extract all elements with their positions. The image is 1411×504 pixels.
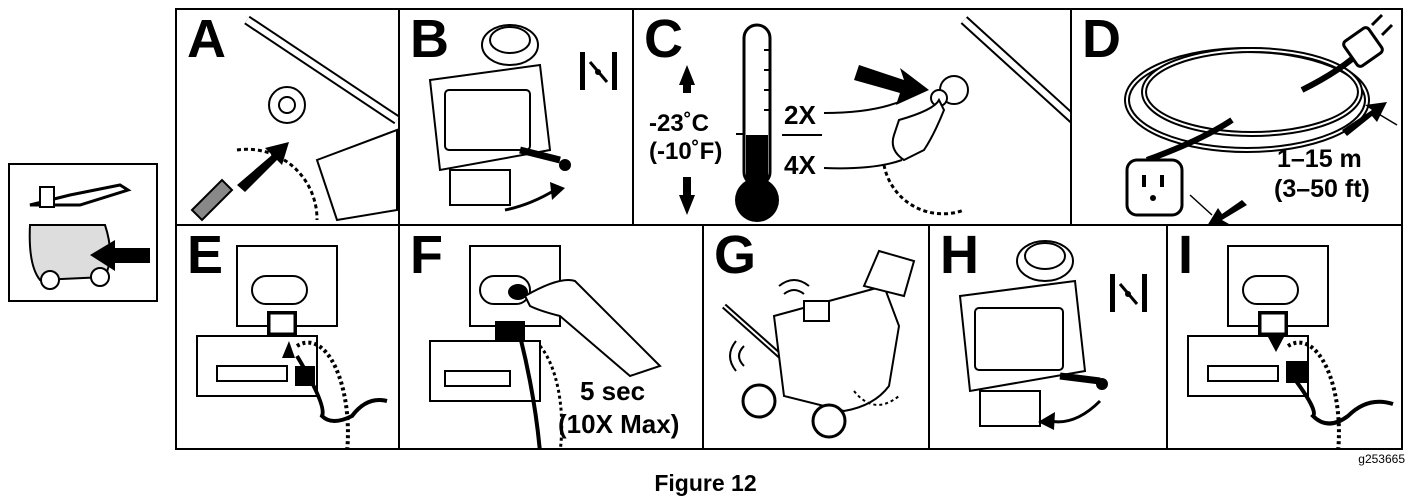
choke-symbol-icon — [580, 52, 617, 90]
panel-letter: C — [644, 9, 683, 69]
panel-i: I — [1166, 224, 1403, 450]
overview-panel — [8, 163, 158, 302]
panel-h: H — [928, 224, 1168, 450]
panel-e: E — [175, 224, 400, 450]
cord-length-meters: 1–15 m — [1277, 145, 1362, 173]
temp-celsius-label: -23˚C — [649, 110, 710, 137]
electric-start-button-icon — [429, 245, 662, 448]
panel-letter: B — [410, 9, 449, 69]
panel-d: D 1–15 m (3–50 ft) — [1070, 8, 1403, 226]
temp-fahrenheit-label: (-10˚F) — [649, 138, 723, 165]
figure-code: g253665 — [1358, 452, 1405, 466]
plug-icon — [1187, 245, 1394, 448]
panel-a: A — [175, 8, 400, 226]
max-attempts-label: (10X Max) — [558, 409, 680, 439]
plug-icon — [196, 245, 388, 448]
panel-b: B — [398, 8, 634, 226]
panel-g: G — [702, 224, 930, 450]
choke-handle-icon — [190, 15, 398, 222]
panel-letter: I — [1178, 225, 1194, 285]
choke-handle-icon — [428, 24, 571, 212]
choke-handle-icon — [958, 240, 1108, 430]
hold-duration-label: 5 sec — [580, 376, 646, 406]
panel-f: F 5 sec (10X Max) — [398, 224, 704, 450]
panel-c: C -23˚C (-10˚F) 2X 4X — [632, 8, 1072, 226]
panel-letter: A — [187, 9, 226, 69]
panel-letter: E — [187, 225, 224, 285]
primer-button-icon — [854, 16, 1070, 216]
panel-letter: D — [1082, 9, 1121, 69]
panel-letter: H — [940, 225, 979, 285]
press-count-4x: 4X — [784, 150, 816, 180]
cord-length-feet: (3–50 ft) — [1274, 175, 1370, 203]
panel-letter: G — [714, 225, 757, 285]
snowblower-overview-icon — [28, 183, 150, 290]
extension-cord-icon — [1124, 13, 1398, 224]
running-snowblower-icon — [722, 249, 916, 439]
press-count-2x: 2X — [784, 100, 816, 130]
figure-caption: Figure 12 — [654, 470, 757, 496]
panel-letter: F — [410, 225, 443, 285]
choke-symbol-icon — [1110, 274, 1147, 312]
thermometer-icon — [679, 23, 905, 222]
plug-icon — [1125, 158, 1184, 217]
